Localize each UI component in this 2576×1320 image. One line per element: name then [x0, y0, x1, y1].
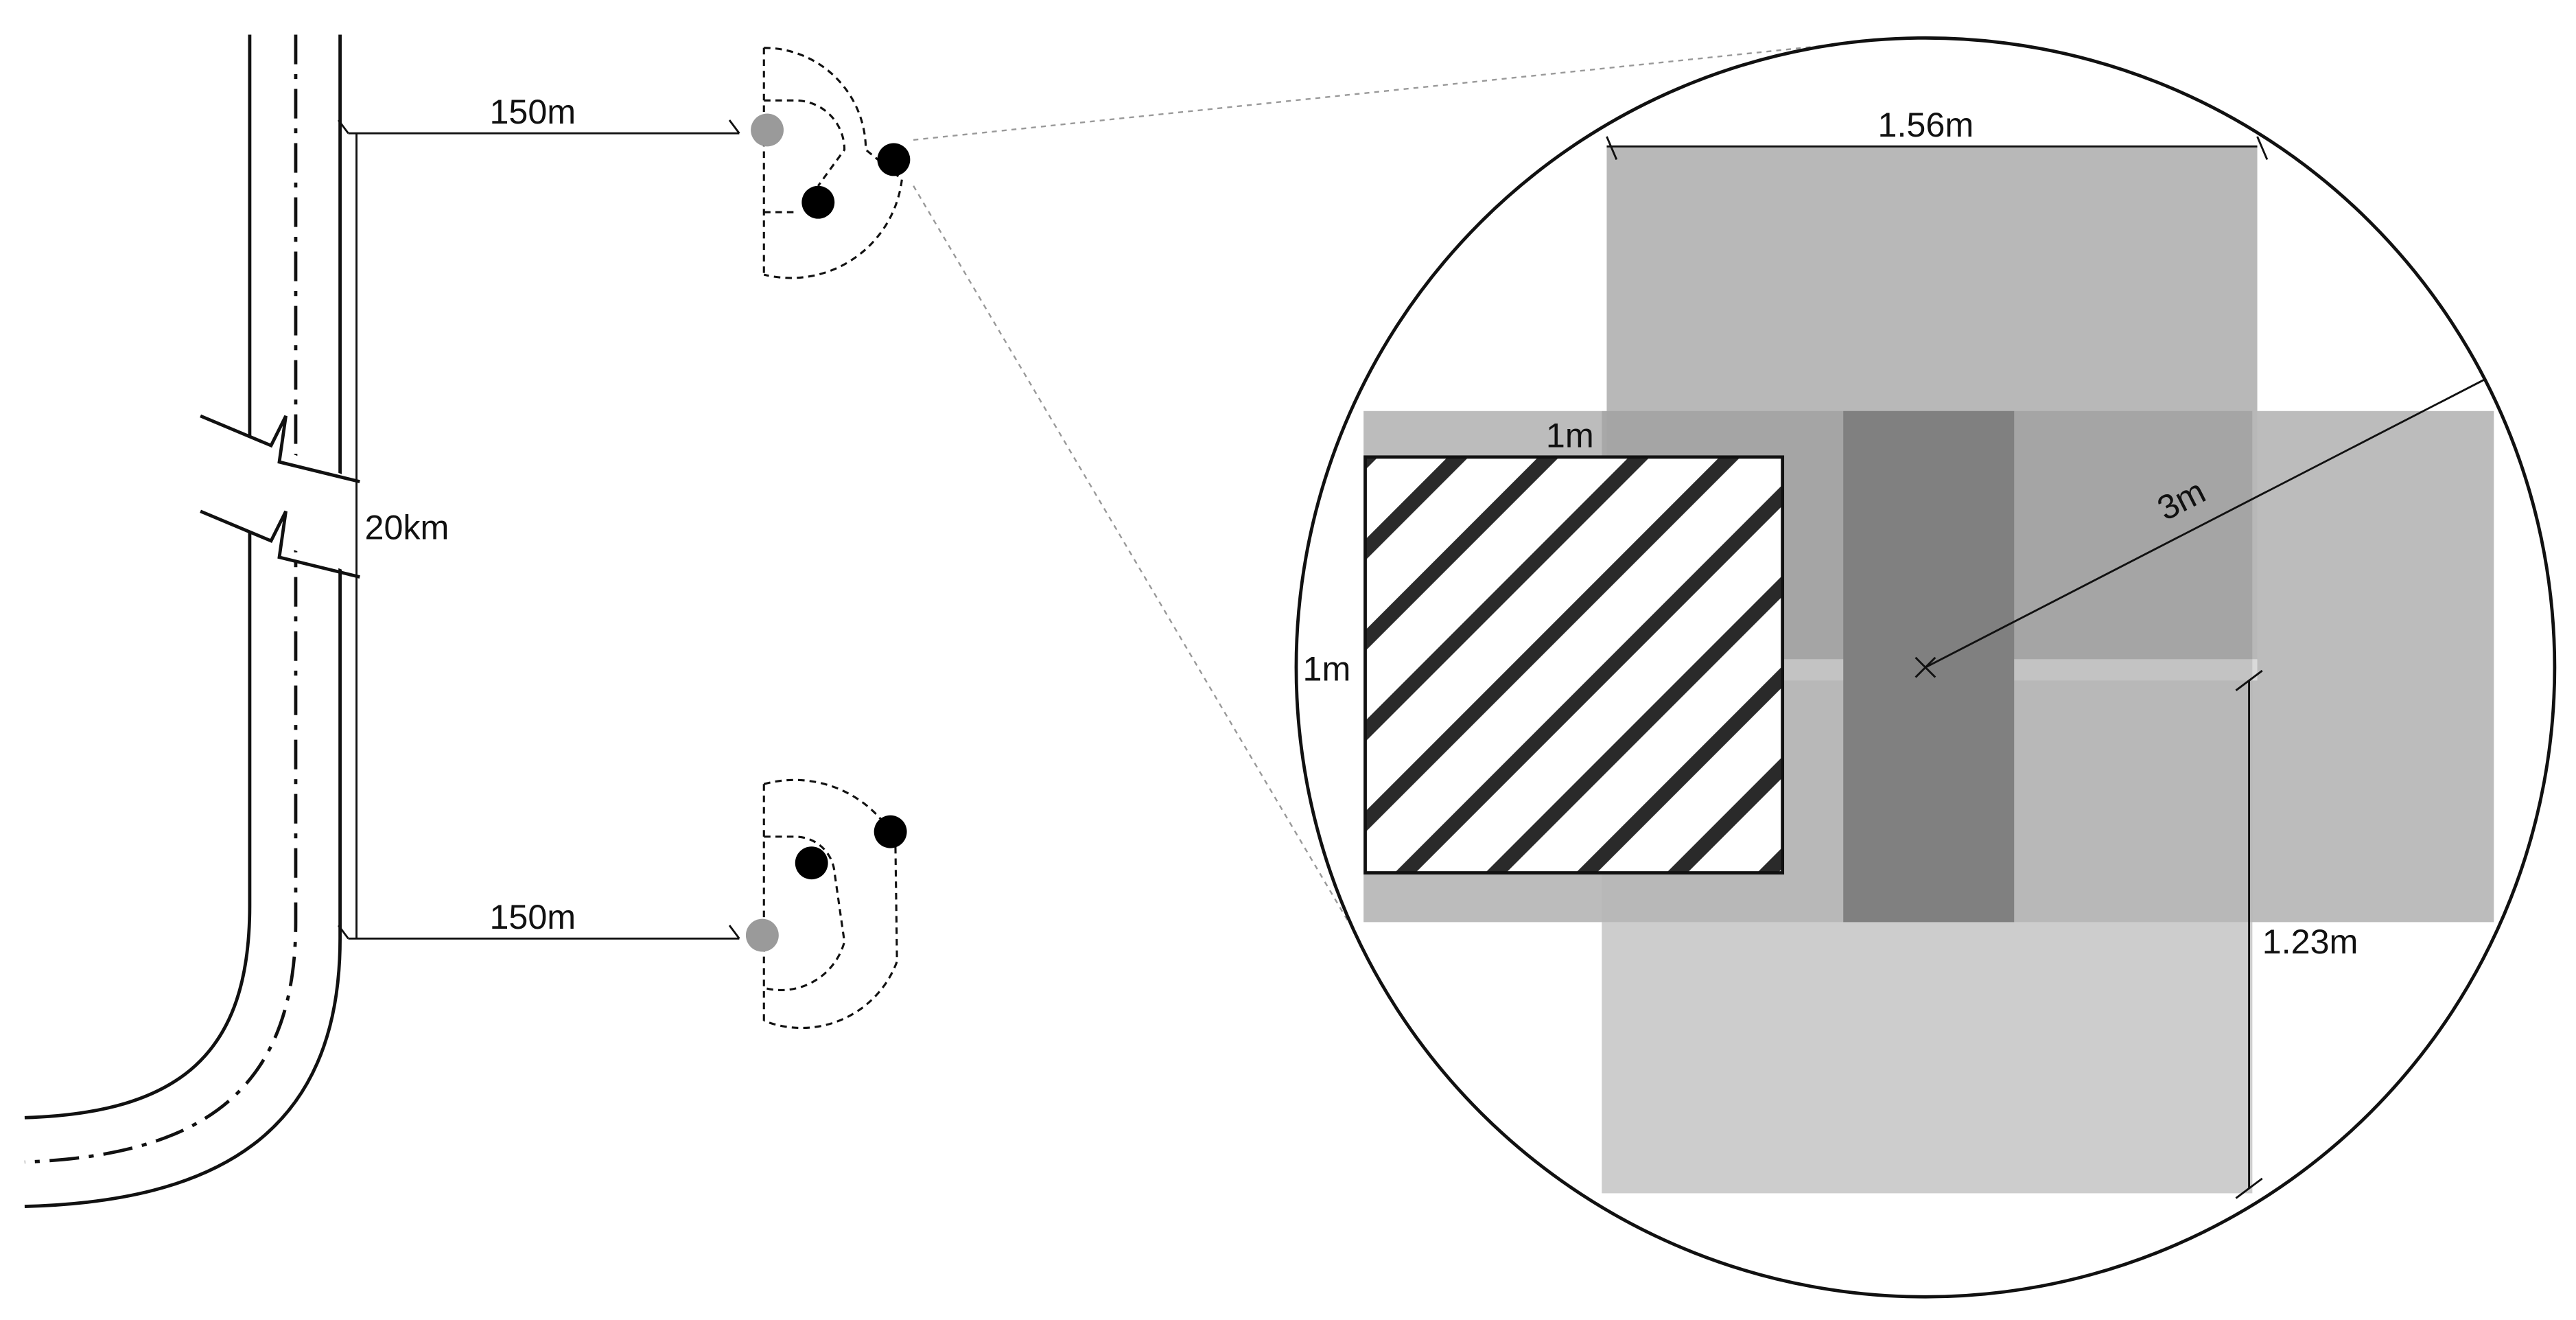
road	[24, 34, 342, 1208]
road-center-line	[24, 34, 298, 1164]
road-break-symbol	[200, 414, 360, 579]
sensor-dot	[795, 846, 828, 880]
zoom-width-label: 1.56m	[1877, 105, 1974, 144]
zoom-circle	[1294, 36, 2557, 1299]
hatched-block	[1363, 455, 1785, 875]
zoom-callout-lines	[913, 40, 1866, 942]
top-distance-label: 150m	[489, 92, 576, 131]
dimension-lines	[338, 119, 740, 940]
sensor-dot	[801, 185, 835, 219]
road-length-label: 20km	[364, 508, 449, 547]
hatched-width-label: 1m	[1546, 415, 1594, 454]
zoom-height-label: 1.23m	[2262, 922, 2358, 961]
sensor-dot	[874, 815, 907, 848]
zoom-dimensions	[1606, 136, 2485, 1199]
road-right-edge	[24, 34, 342, 1208]
hatched-height-label: 1m	[1303, 649, 1351, 688]
sensor-dot	[877, 143, 911, 176]
zoom-detail	[1363, 146, 2494, 1194]
helper-dot	[745, 918, 779, 952]
helper-dot	[751, 113, 784, 147]
sensor-group-top	[751, 47, 911, 279]
bottom-distance-label: 150m	[489, 897, 576, 936]
sensor-group-bottom	[745, 778, 907, 1030]
road-left-edge	[24, 34, 252, 1120]
